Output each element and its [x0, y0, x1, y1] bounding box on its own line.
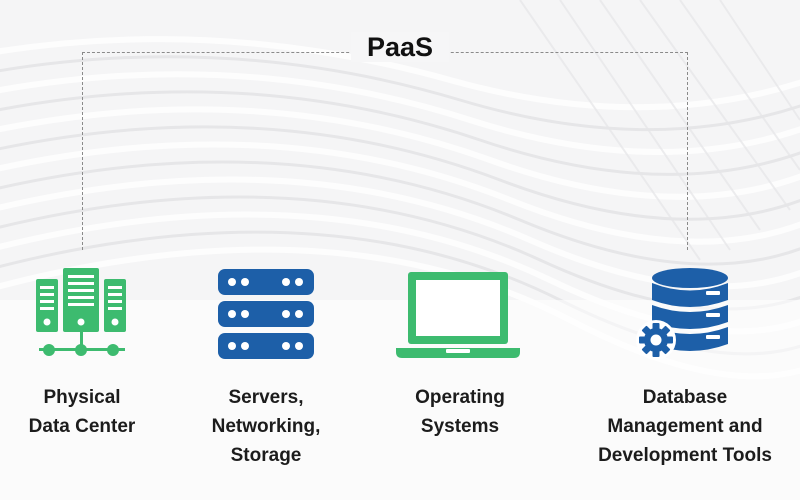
label-line: Data Center: [28, 416, 136, 437]
label-line: Servers,: [228, 387, 304, 408]
label-operating-systems: Operating Systems: [385, 383, 535, 441]
label-servers-networking-storage: Servers, Networking, Storage: [186, 383, 346, 470]
title-container: PaaS: [0, 32, 800, 63]
label-physical-data-center: Physical Data Center: [2, 383, 162, 441]
laptop-icon: [396, 272, 520, 358]
data-center-icon: [36, 268, 126, 356]
database-gear-icon: [636, 268, 728, 360]
label-line: Physical: [43, 387, 121, 408]
label-database-tools: Database Management and Development Tool…: [572, 383, 798, 470]
label-line: Storage: [230, 445, 302, 466]
label-line: Management and: [607, 416, 763, 437]
label-line: Database: [642, 387, 728, 408]
page-title: PaaS: [350, 32, 450, 62]
server-stack-icon: [218, 269, 314, 359]
label-line: Development Tools: [598, 445, 772, 466]
label-line: Networking,: [211, 416, 321, 437]
paas-bracket-line: [82, 52, 688, 250]
label-line: Operating: [415, 387, 505, 408]
label-line: Systems: [420, 416, 500, 437]
